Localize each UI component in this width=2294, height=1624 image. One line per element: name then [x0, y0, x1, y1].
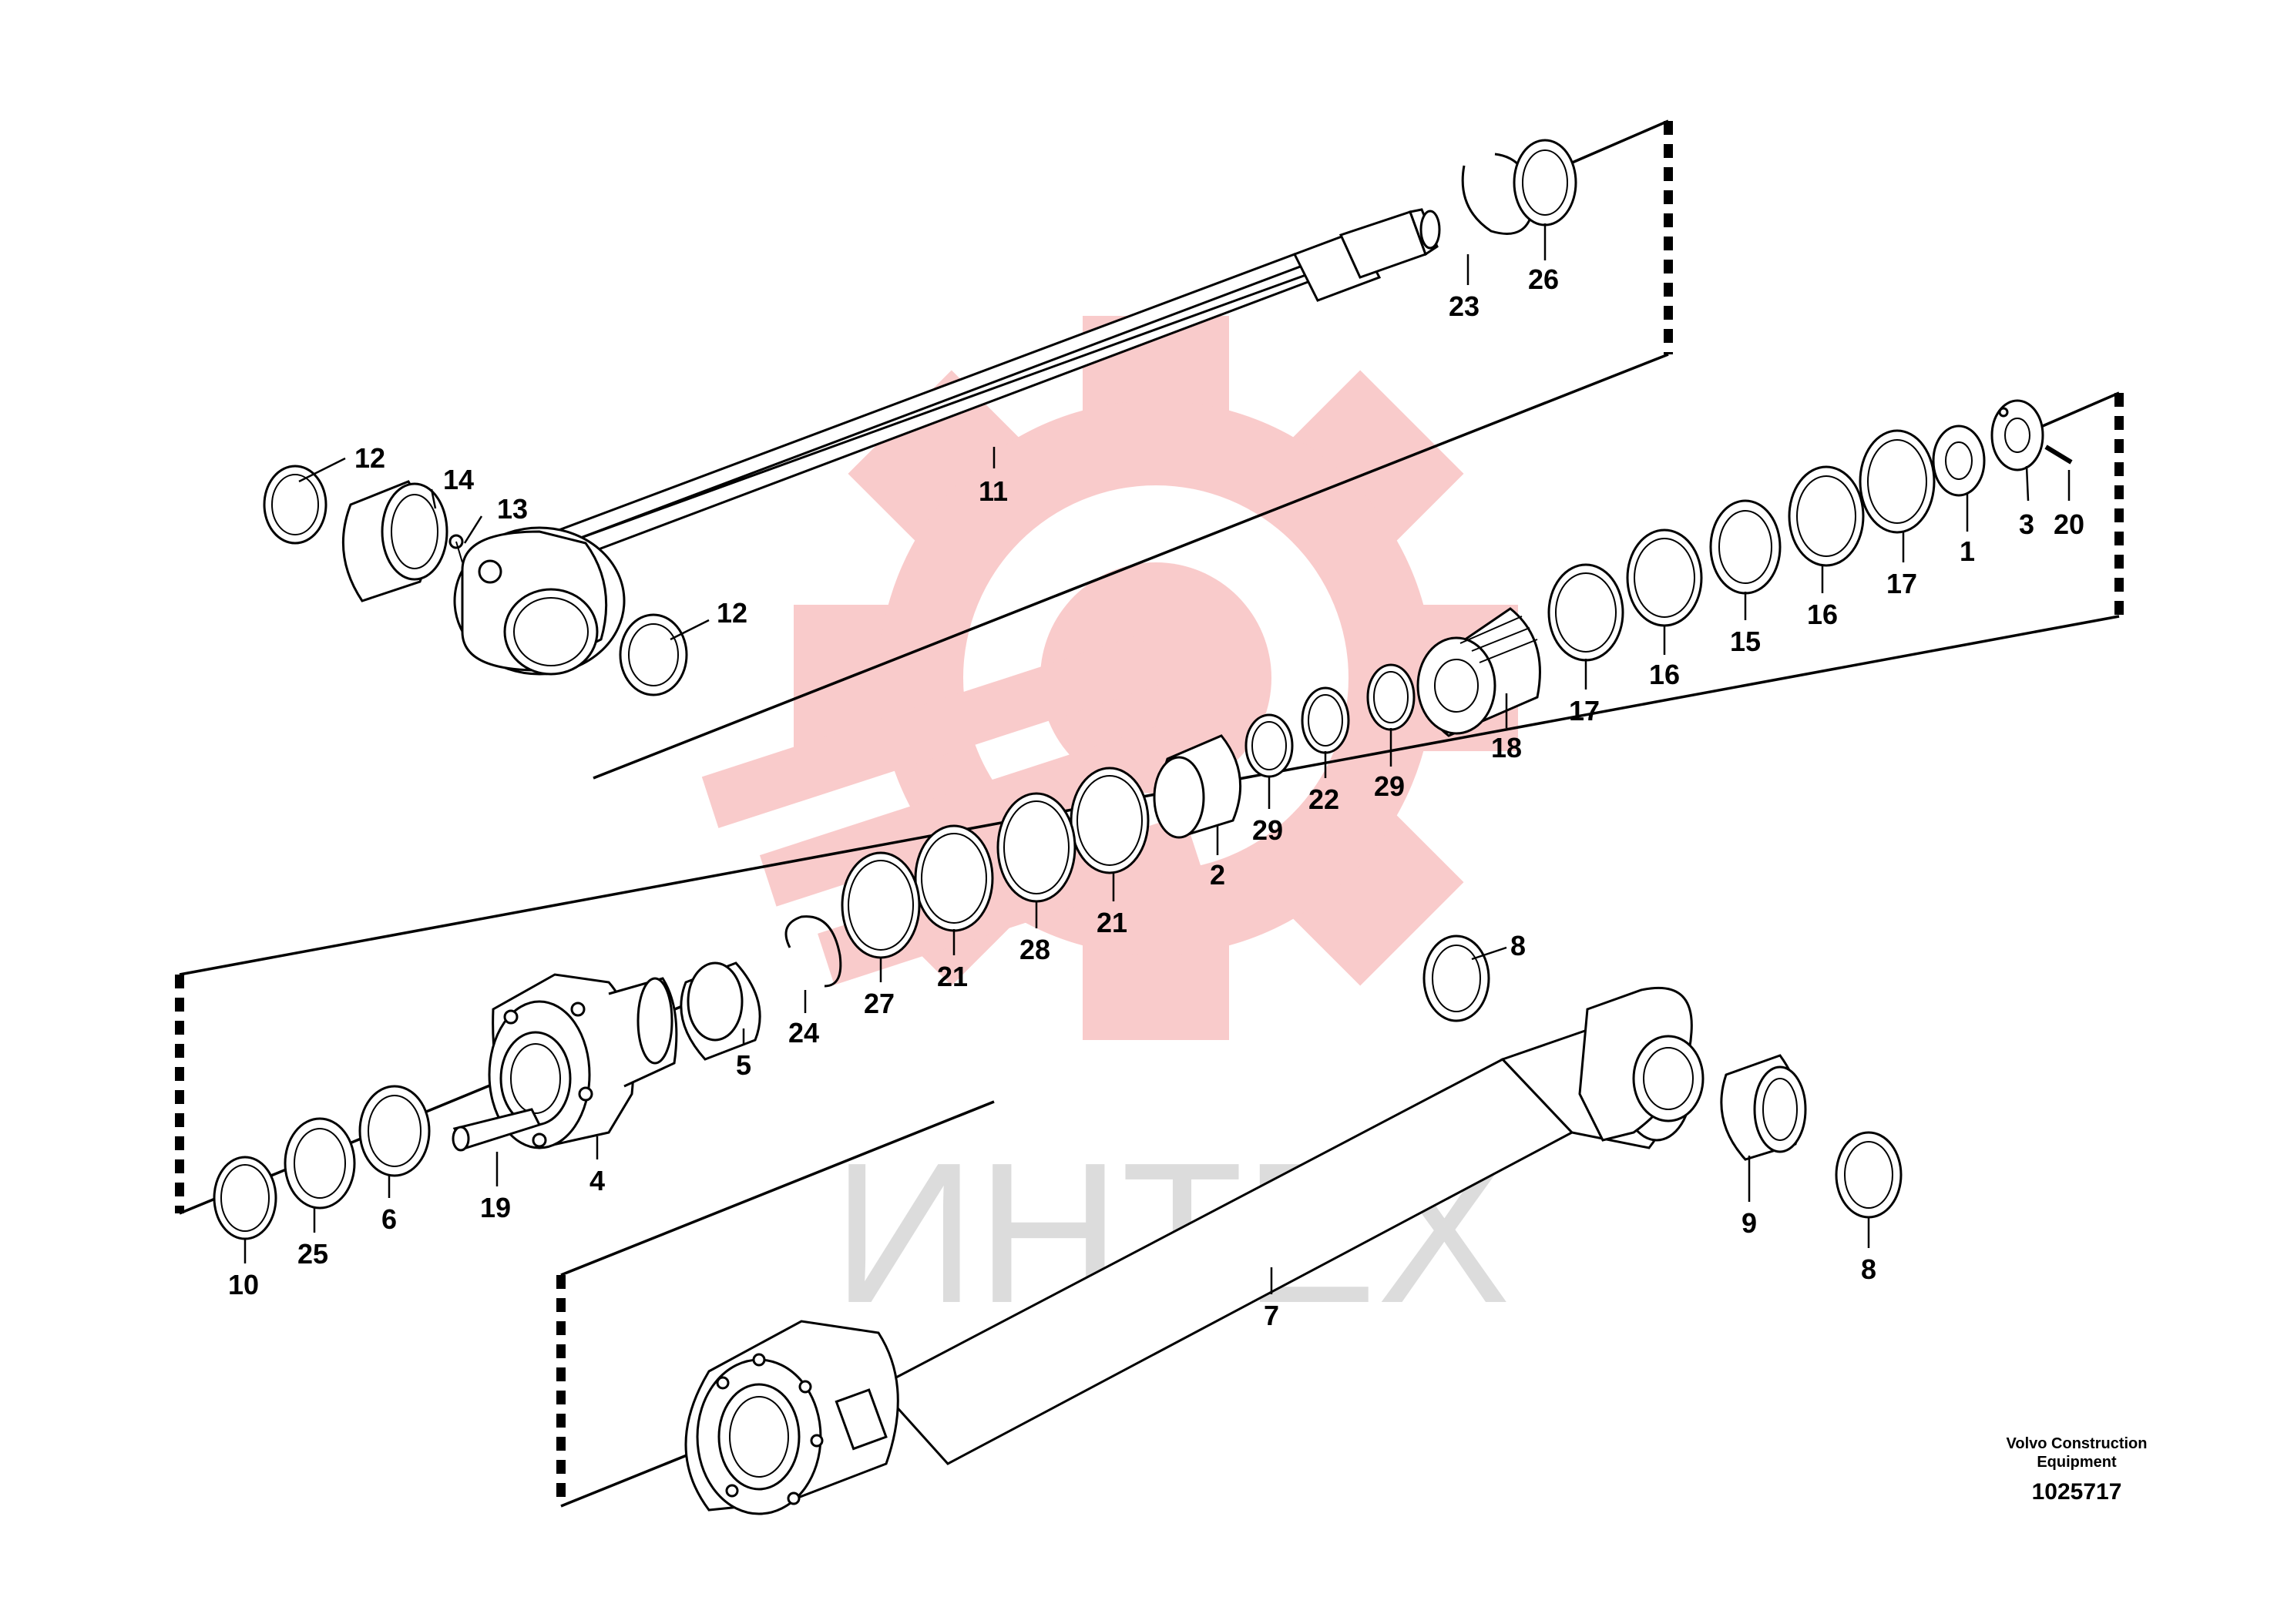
ring-part-15	[1709, 499, 1782, 595]
ring-part-21-right	[1070, 767, 1150, 874]
callout-8-bottom: 8	[1861, 1253, 1876, 1285]
leader-lines	[244, 223, 2071, 1294]
callout-12-left: 12	[354, 442, 385, 474]
washer-part-1	[1932, 424, 1986, 497]
callout-labels: 11 12 12 14 13 23 26 3 20 1 17 16 15 16 …	[228, 263, 2084, 1331]
nut-part-3	[1990, 399, 2044, 471]
piston-rod-part-11	[453, 208, 1441, 676]
callout-29-right: 29	[1374, 770, 1405, 802]
wiper-part-10	[213, 1156, 277, 1240]
callout-8-top: 8	[1510, 930, 1526, 961]
cushion-sleeve-part-2	[1153, 734, 1242, 839]
backup-ring-part-22	[1301, 686, 1350, 754]
callout-21-left: 21	[937, 961, 968, 992]
callout-6: 6	[381, 1203, 397, 1235]
publisher-credit: Volvo Construction Equipment	[1973, 1434, 2181, 1471]
publisher-line-2: Equipment	[2037, 1454, 2117, 1471]
callout-1: 1	[1960, 535, 1975, 567]
callout-23: 23	[1449, 290, 1480, 322]
seal-part-25	[284, 1117, 356, 1210]
seal-ring-part-26	[1513, 139, 1577, 226]
callout-13: 13	[497, 493, 528, 525]
piston-part-18	[1416, 607, 1541, 737]
seal-part-6	[358, 1085, 431, 1177]
set-screw-part-20	[2044, 445, 2073, 465]
callout-4: 4	[589, 1165, 605, 1196]
grease-nipple-part-13	[448, 534, 464, 563]
seal-ring-part-12-left	[263, 465, 327, 545]
callout-5: 5	[736, 1049, 751, 1081]
callout-29-left: 29	[1252, 814, 1283, 846]
snap-ring-part-24	[784, 915, 842, 988]
bushing-part-9	[1720, 1054, 1807, 1161]
bolt-part-19	[452, 1108, 542, 1152]
callout-16-left: 16	[1649, 659, 1680, 690]
ring-part-21-left	[914, 824, 994, 932]
callout-15: 15	[1730, 626, 1761, 657]
ring-part-16-right	[1788, 465, 1865, 567]
cylinder-tube-part-7	[684, 986, 1705, 1515]
ring-part-28	[996, 792, 1076, 903]
o-ring-part-29-right	[1366, 663, 1416, 731]
callout-25: 25	[297, 1238, 328, 1270]
callout-17-left: 17	[1569, 695, 1600, 726]
seal-ring-part-12-right	[619, 613, 688, 696]
callout-9: 9	[1741, 1207, 1757, 1239]
callout-19: 19	[480, 1192, 511, 1223]
publisher-line-1: Volvo Construction	[2006, 1435, 2148, 1452]
callout-12-right: 12	[717, 597, 747, 629]
callout-26: 26	[1528, 263, 1559, 295]
ring-part-17-right	[1859, 429, 1936, 534]
o-ring-part-29-left	[1244, 713, 1294, 778]
callout-22: 22	[1308, 783, 1339, 815]
callout-2: 2	[1210, 859, 1225, 891]
bushing-part-5	[680, 961, 761, 1061]
bushing-part-14	[341, 480, 448, 602]
seal-part-8-top	[1422, 934, 1490, 1022]
callout-11: 11	[979, 475, 1008, 507]
drawing-number: 1025717	[2031, 1479, 2122, 1505]
callout-24: 24	[788, 1017, 819, 1049]
seal-part-8-bottom	[1835, 1131, 1903, 1219]
callout-7: 7	[1264, 1300, 1279, 1331]
callout-27: 27	[864, 988, 895, 1019]
ring-part-17-left	[1547, 563, 1624, 662]
ring-part-16-left	[1626, 528, 1703, 627]
callout-17-right: 17	[1886, 568, 1917, 599]
callout-20: 20	[2054, 508, 2084, 540]
callout-28: 28	[1019, 934, 1050, 965]
callout-3: 3	[2019, 508, 2034, 540]
callout-21-right: 21	[1097, 907, 1127, 938]
ring-part-27	[841, 851, 921, 959]
callout-18: 18	[1491, 732, 1522, 763]
callout-16-right: 16	[1807, 599, 1838, 630]
callout-10: 10	[228, 1269, 259, 1300]
cylinder-head-part-4	[488, 973, 678, 1149]
callout-14: 14	[443, 464, 474, 495]
